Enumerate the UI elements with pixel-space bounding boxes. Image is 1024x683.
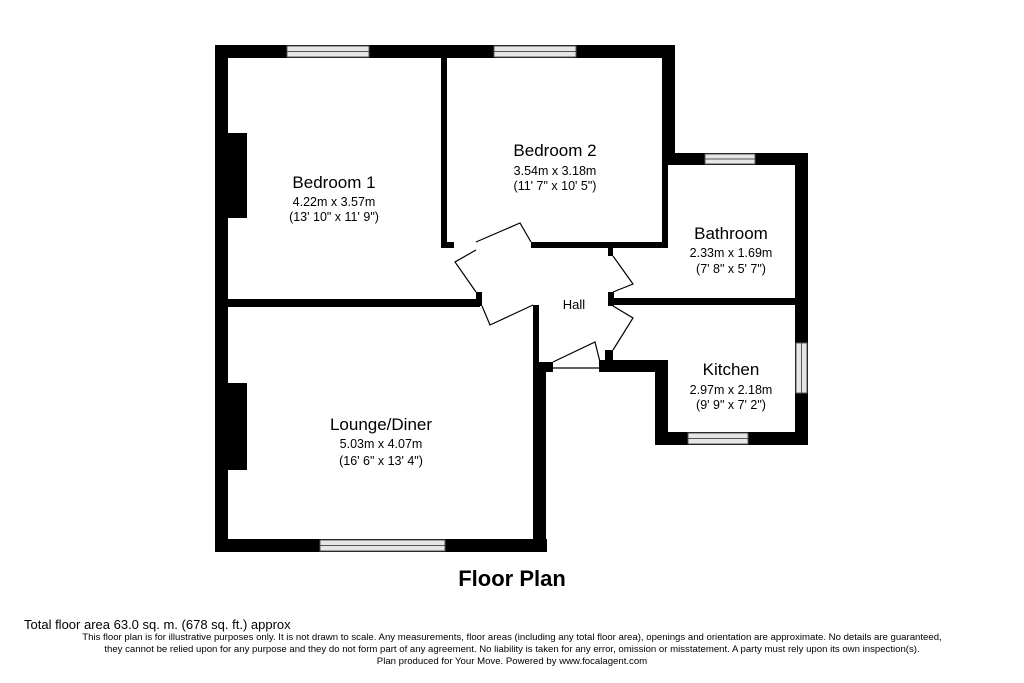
room-name-kitchen: Kitchen — [703, 360, 760, 379]
disclaimer-line-1: This floor plan is for illustrative purp… — [82, 632, 942, 643]
wall-bed1-bed2 — [441, 58, 447, 248]
walls — [215, 45, 808, 552]
door-kitchen — [612, 305, 634, 351]
door-bathroom — [612, 255, 634, 293]
room-imperial-bedroom2: (11' 7" x 10' 5") — [514, 179, 597, 193]
wall-east-lounge — [533, 362, 546, 552]
wall-west — [215, 45, 228, 552]
room-imperial-bedroom1: (13' 10" x 11' 9") — [289, 210, 379, 224]
door-front — [552, 341, 601, 363]
wall-bed2-bathroom — [662, 160, 668, 248]
wall-bed1-lounge — [228, 299, 480, 307]
room-imperial-lounge: (16' 6" x 13' 4") — [339, 454, 423, 468]
room-metric-bedroom2: 3.54m x 3.18m — [514, 164, 597, 178]
doors — [454, 222, 634, 369]
wall-hall-east-top — [608, 242, 613, 256]
chimney-breast-bed1 — [215, 133, 247, 218]
window-sills — [287, 51, 802, 546]
total-floor-area: Total floor area 63.0 sq. m. (678 sq. ft… — [24, 617, 291, 632]
room-name-bathroom: Bathroom — [694, 224, 768, 243]
wall-hall-entry-right — [599, 360, 657, 372]
wall-kitchen-west — [655, 360, 668, 445]
wall-hall-lounge — [533, 305, 539, 363]
room-metric-kitchen: 2.97m x 2.18m — [690, 383, 773, 397]
door-lounge — [481, 304, 534, 326]
room-labels: Bedroom 1 4.22m x 3.57m (13' 10" x 11' 9… — [289, 141, 772, 468]
room-metric-bedroom1: 4.22m x 3.57m — [293, 195, 376, 209]
room-metric-bathroom: 2.33m x 1.69m — [690, 246, 773, 260]
room-imperial-kitchen: (9' 9" x 7' 2") — [696, 398, 766, 412]
wall-bed2-stub-left — [441, 242, 454, 248]
room-name-bedroom1: Bedroom 1 — [292, 173, 375, 192]
wall-hall-east-bottom — [605, 350, 613, 364]
wall-east — [795, 153, 808, 445]
chimney-breast-lounge — [215, 383, 247, 470]
room-name-lounge: Lounge/Diner — [330, 415, 432, 434]
wall-bath-kitchen — [608, 298, 795, 305]
door-bedroom2 — [475, 222, 532, 243]
wall-hall-west-stub — [476, 292, 482, 306]
wall-north — [215, 45, 675, 58]
floor-plan-diagram: Bedroom 1 4.22m x 3.57m (13' 10" x 11' 9… — [215, 45, 808, 552]
plan-credit: Plan produced for Your Move. Powered by … — [376, 656, 648, 667]
door-bedroom1 — [454, 249, 477, 293]
wall-hall-entry-left — [533, 362, 553, 372]
floor-plan-title: Floor Plan — [458, 566, 566, 591]
wall-bed2-hall — [531, 242, 668, 248]
room-imperial-bathroom: (7' 8" x 5' 7") — [696, 262, 766, 276]
room-name-bedroom2: Bedroom 2 — [513, 141, 596, 160]
room-metric-lounge: 5.03m x 4.07m — [340, 437, 423, 451]
wall-hall-east-mid — [608, 292, 614, 306]
disclaimer-line-2: they cannot be relied upon for any purpo… — [104, 644, 920, 655]
wall-bed2-east — [662, 45, 675, 165]
room-name-hall: Hall — [563, 297, 586, 312]
